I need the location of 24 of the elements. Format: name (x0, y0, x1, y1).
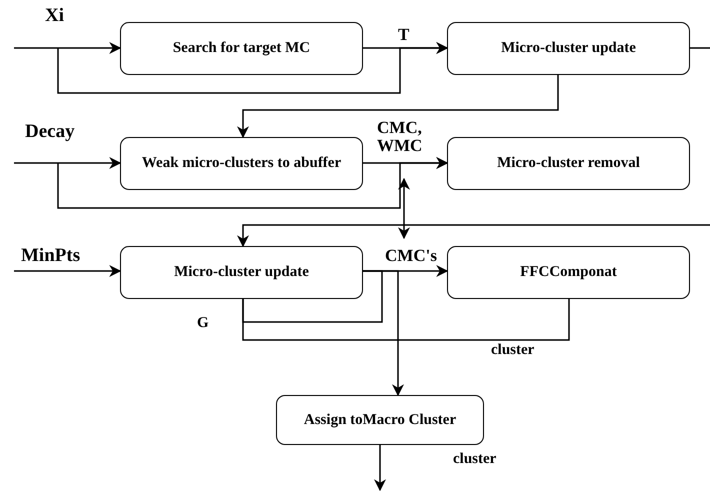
process-box (447, 246, 690, 299)
process-box (120, 246, 363, 299)
process-box (120, 137, 363, 190)
box-label: FFCComponat (520, 263, 617, 282)
box-label: Micro-cluster removal (497, 154, 640, 174)
connector-arrow (14, 157, 122, 169)
connector-arrow (363, 270, 404, 396)
connector-arrow (14, 42, 122, 54)
connector-arrow (57, 42, 448, 94)
connector-arrow (57, 157, 448, 209)
process-box (447, 22, 690, 75)
connector-arrow (237, 75, 559, 138)
box-label: Search for target MC (172, 39, 310, 58)
process-box (120, 22, 363, 75)
process-box (276, 395, 484, 445)
box-label: Assign toMacro Cluster (304, 410, 456, 430)
edge-label: Decay (24, 122, 76, 142)
process-box (447, 137, 690, 190)
box-label: Micro-cluster update (501, 39, 636, 58)
box-label: Weak micro-clusters to abuffer (142, 154, 342, 174)
box-label: Micro-cluster update (174, 263, 309, 282)
connector-arrow (14, 265, 122, 277)
connector-arrow (237, 224, 710, 248)
connector-arrow (374, 445, 386, 492)
